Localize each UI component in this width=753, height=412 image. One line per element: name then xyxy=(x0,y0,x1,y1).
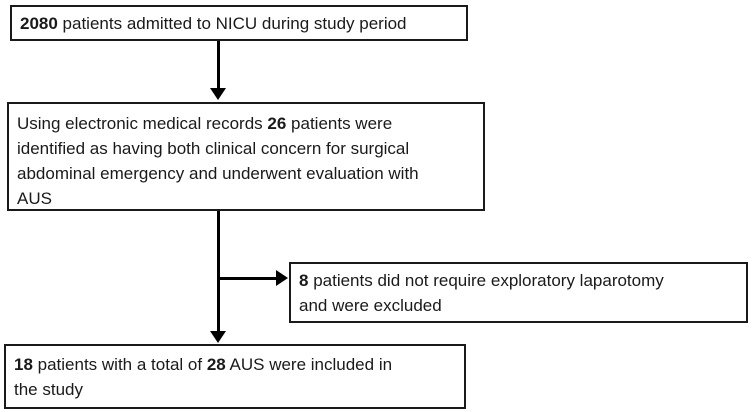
text-line: the study xyxy=(14,379,83,399)
arrow-admitted-to-identified-head-icon xyxy=(210,88,226,100)
arrow-admitted-to-identified-line xyxy=(217,41,220,89)
text-line: 8 patients did not require exploratory l… xyxy=(299,270,664,290)
text-line: AUS xyxy=(17,189,52,208)
arrow-identified-to-included-line xyxy=(217,211,220,332)
arrow-branch-excluded-head-icon xyxy=(276,270,288,286)
text-line: abdominal emergency and underwent evalua… xyxy=(17,164,419,183)
arrow-branch-excluded-line xyxy=(218,277,276,280)
text-line: identified as having both clinical conce… xyxy=(17,139,410,158)
box-nicu-admitted: 2080 patients admitted to NICU during st… xyxy=(10,5,468,41)
text-line: 18 patients with a total of 28 AUS were … xyxy=(14,354,393,374)
arrow-identified-to-included-head-icon xyxy=(210,331,226,343)
text-line: Using electronic medical records 26 pati… xyxy=(17,114,393,133)
box-excluded: 8 patients did not require exploratory l… xyxy=(289,262,748,323)
text-line: 2080 patients admitted to NICU during st… xyxy=(20,13,407,33)
text-line: and were excluded xyxy=(299,295,442,315)
box-identified: Using electronic medical records 26 pati… xyxy=(7,102,485,211)
box-included: 18 patients with a total of 28 AUS were … xyxy=(4,344,466,409)
